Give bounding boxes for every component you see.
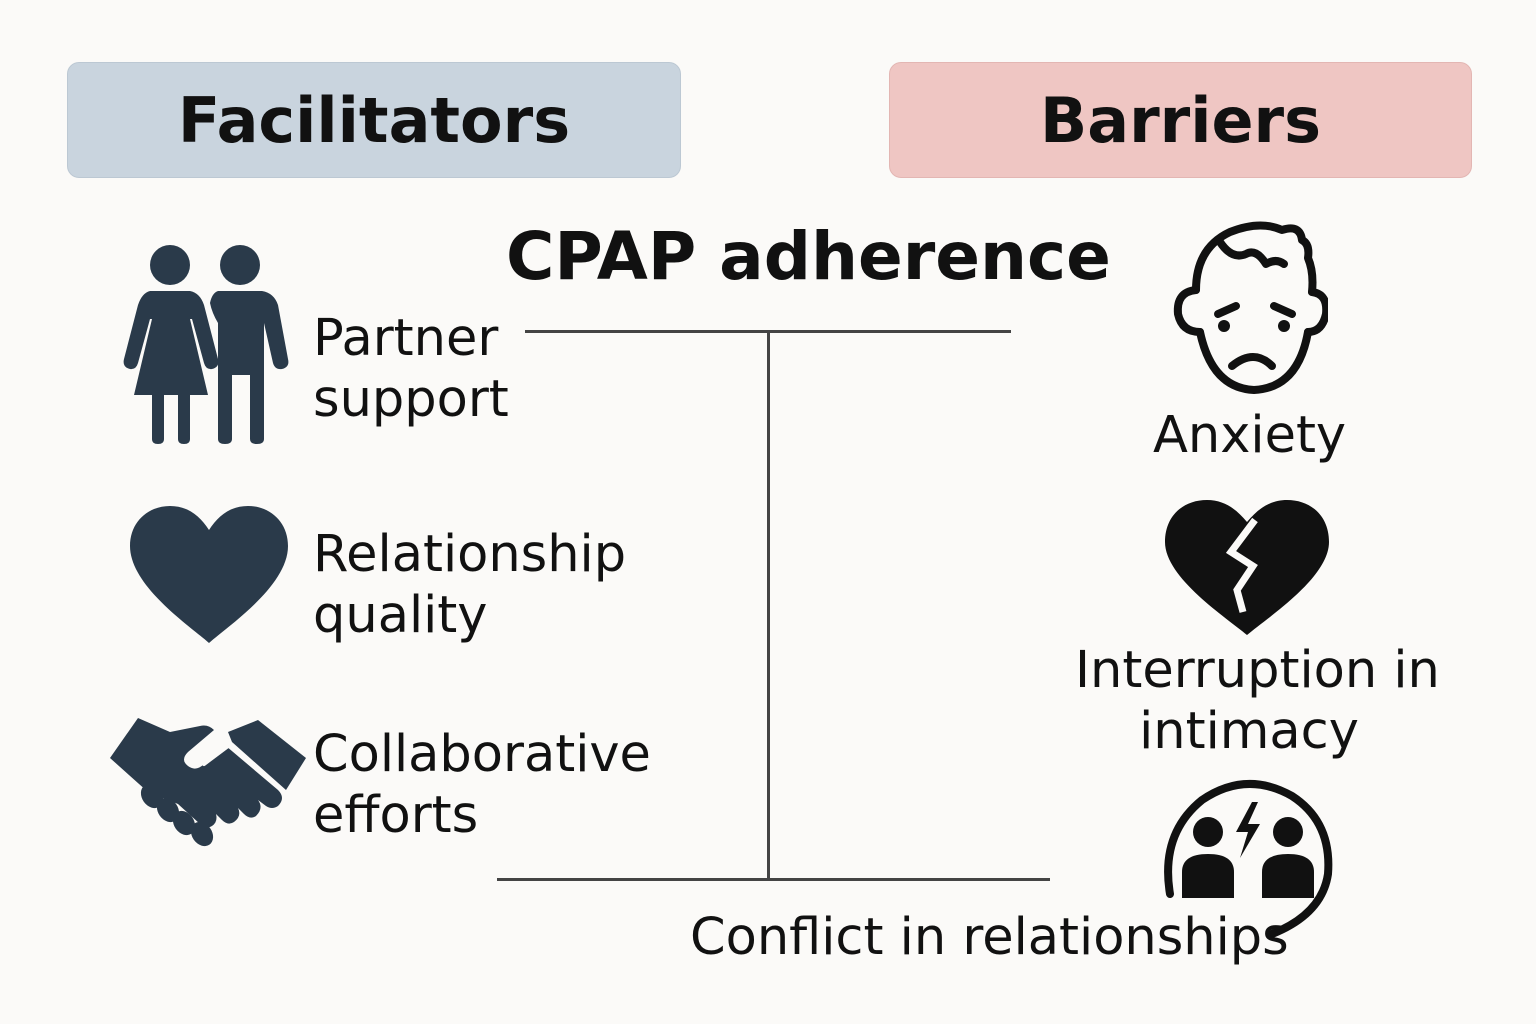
barriers-header-label: Barriers: [1039, 83, 1322, 157]
interruption-intimacy-label: Interruption in intimacy: [1075, 640, 1440, 762]
interruption-intimacy-line1: Interruption in: [1075, 641, 1440, 700]
collaborative-efforts-line1: Collaborative: [313, 725, 651, 784]
partner-support-line2: support: [313, 370, 509, 429]
conflict-relationships-label: Conflict in relationships: [690, 908, 1289, 967]
couple-icon: [123, 245, 289, 444]
handshake-icon: [110, 718, 306, 847]
relationship-quality-label: Relationship quality: [313, 524, 626, 646]
barriers-header: Barriers: [889, 62, 1472, 178]
anxiety-label: Anxiety: [1153, 406, 1347, 465]
facilitators-header: Facilitators: [67, 62, 681, 178]
partner-support-line1: Partner: [313, 309, 499, 368]
relationship-quality-line2: quality: [313, 586, 488, 645]
diagram-title: CPAP adherence: [506, 218, 1111, 295]
vertical-line: [767, 333, 770, 880]
relationship-quality-line1: Relationship: [313, 525, 627, 584]
heart-icon: [130, 506, 288, 643]
interruption-intimacy-line2: intimacy: [1139, 702, 1359, 761]
worried-face-icon: [1173, 221, 1328, 394]
top-bar-line: [525, 330, 1011, 333]
conflict-people-icon: [1164, 779, 1333, 938]
collaborative-efforts-label: Collaborative efforts: [313, 724, 651, 846]
partner-support-label: Partner support: [313, 308, 509, 430]
broken-heart-icon: [1165, 500, 1329, 635]
facilitators-header-label: Facilitators: [177, 83, 571, 157]
bottom-bar-line: [497, 878, 1050, 881]
collaborative-efforts-line2: efforts: [313, 786, 479, 845]
